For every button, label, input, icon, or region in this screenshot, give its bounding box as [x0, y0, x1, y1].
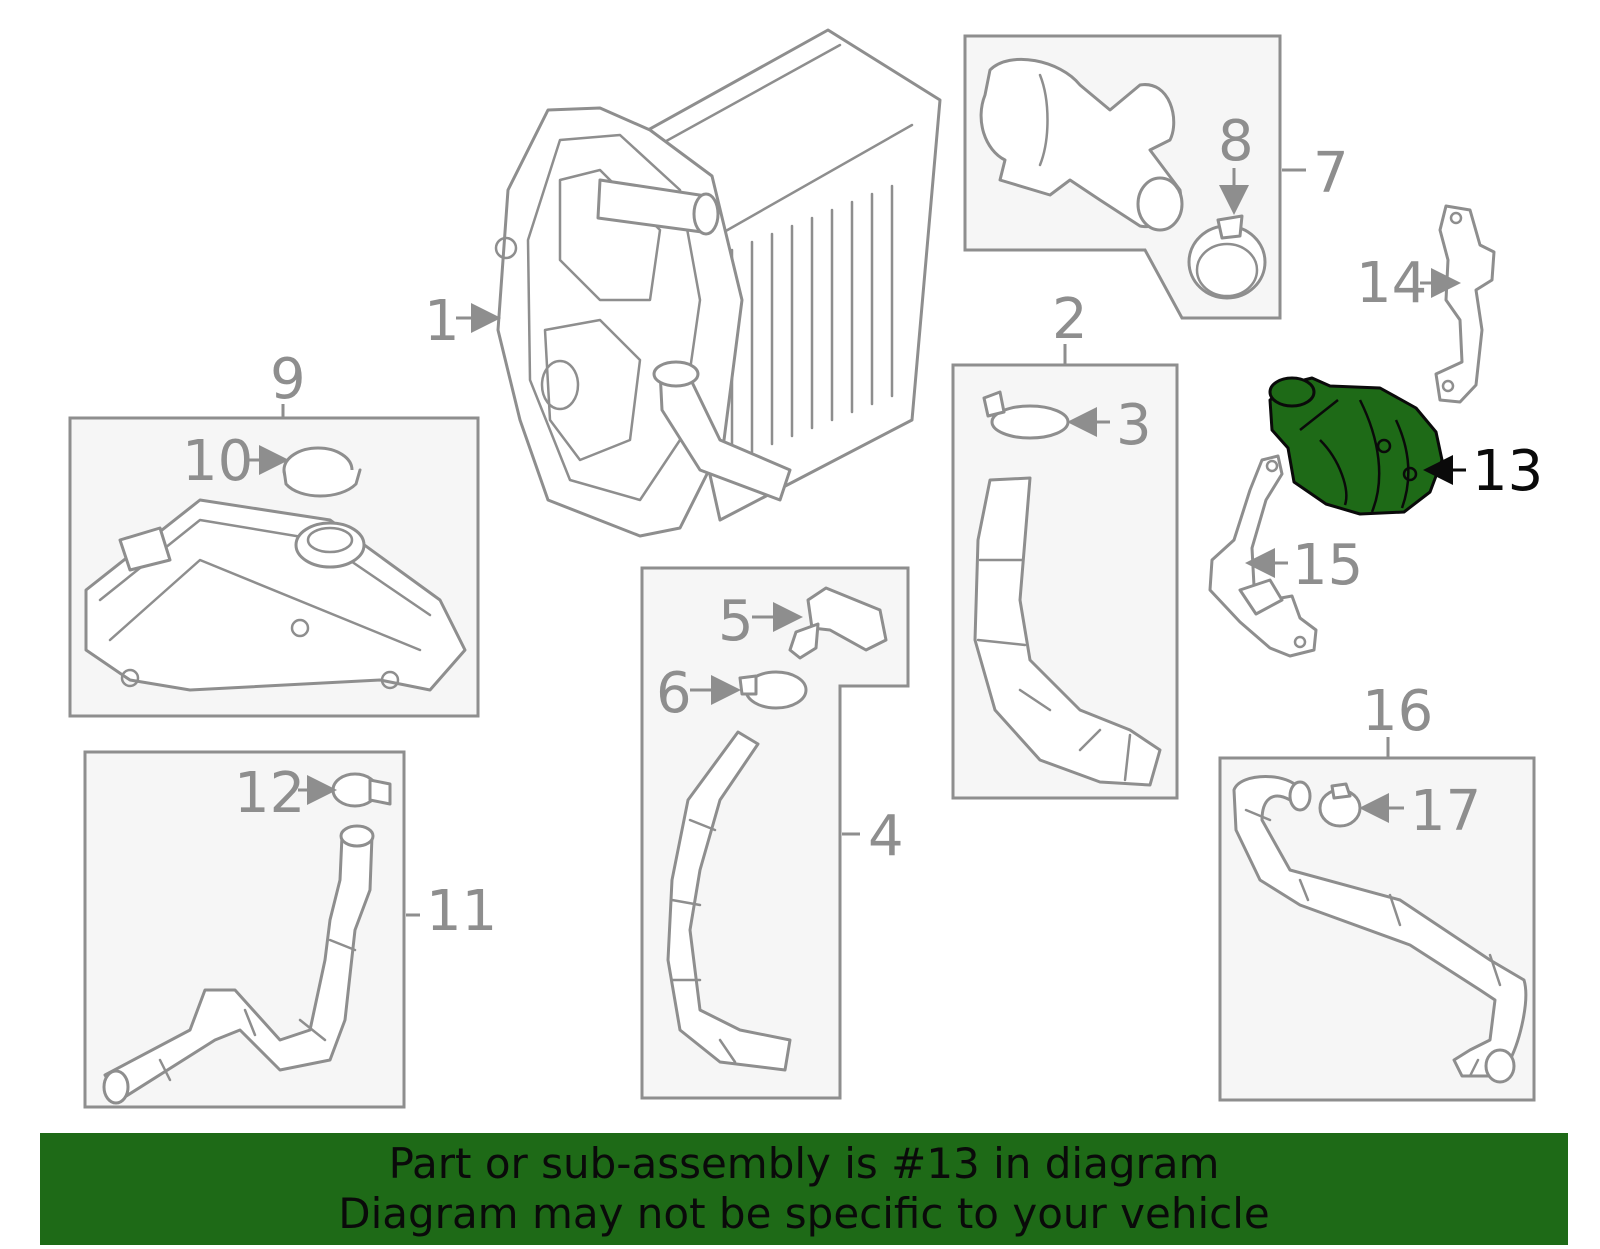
box-group-4: [640, 566, 910, 1100]
callout-1: 1: [424, 289, 460, 354]
callout-8: 8: [1218, 109, 1254, 174]
callout-6: 6: [656, 661, 692, 726]
sensor-part-5[interactable]: [788, 586, 888, 660]
callout-4: 4: [868, 804, 904, 869]
hose-part-7[interactable]: [979, 57, 1184, 232]
callout-13: 13: [1472, 439, 1543, 504]
hose-part-2[interactable]: [973, 476, 1162, 787]
callout-16: 16: [1362, 679, 1433, 744]
info-banner: Part or sub-assembly is #13 in diagram D…: [40, 1133, 1568, 1245]
callout-11: 11: [426, 879, 497, 944]
clamp-part-12[interactable]: [331, 772, 392, 808]
bracket-part-9[interactable]: [84, 498, 467, 692]
callout-3: 3: [1116, 393, 1152, 458]
hose-part-16[interactable]: [1232, 775, 1528, 1084]
callout-9: 9: [270, 347, 306, 412]
hose-part-11[interactable]: [102, 824, 375, 1105]
clamp-part-8[interactable]: [1187, 214, 1267, 300]
callout-14: 14: [1356, 251, 1427, 316]
callout-10: 10: [182, 429, 253, 494]
cap-part-10[interactable]: [282, 446, 362, 498]
callout-15: 15: [1292, 533, 1363, 598]
callout-12: 12: [234, 761, 305, 826]
banner-line-disclaimer: Diagram may not be specific to your vehi…: [338, 1189, 1270, 1238]
hose-part-4[interactable]: [666, 730, 792, 1072]
intercooler-part-1[interactable]: [494, 28, 942, 538]
clamp-part-17[interactable]: [1318, 782, 1362, 828]
callout-2: 2: [1052, 287, 1088, 352]
clamp-part-6[interactable]: [738, 670, 808, 710]
clamp-part-3[interactable]: [982, 390, 1070, 440]
callout-5: 5: [718, 589, 754, 654]
banner-line-part-number: Part or sub-assembly is #13 in diagram: [388, 1139, 1220, 1188]
bracket-part-14[interactable]: [1434, 204, 1496, 404]
callout-7: 7: [1313, 141, 1349, 206]
pump-part-13[interactable]: [1268, 376, 1444, 516]
bracket-part-15[interactable]: [1208, 454, 1318, 658]
callout-17: 17: [1410, 779, 1481, 844]
